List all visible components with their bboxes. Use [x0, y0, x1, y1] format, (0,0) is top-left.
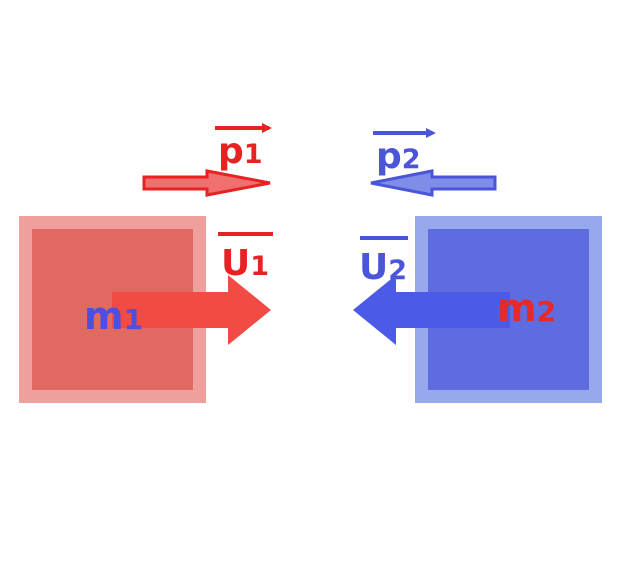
- momentum-2-vector-bar: [373, 128, 436, 138]
- mass-1-label: m1: [84, 294, 143, 338]
- velocity-1-label: U1: [221, 243, 269, 284]
- momentum-2-arrow: [370, 169, 497, 197]
- mass-2-subscript: 2: [537, 295, 556, 328]
- momentum-1-subscript: 1: [244, 139, 263, 170]
- momentum-1-vector-bar: [215, 123, 272, 133]
- mass-2-label: m2: [497, 286, 556, 330]
- momentum-1-label: p1: [218, 131, 263, 172]
- velocity-1-vector-bar: [218, 232, 273, 236]
- velocity-1-subscript: 1: [250, 251, 269, 282]
- momentum-2-label: p2: [376, 136, 421, 177]
- velocity-2-arrow: [353, 275, 510, 345]
- velocity-2-vector-bar: [360, 236, 408, 240]
- momentum-1-arrow: [142, 169, 271, 197]
- velocity-1-arrow: [112, 275, 271, 345]
- mass-1-subscript: 1: [124, 303, 143, 336]
- velocity-2-subscript: 2: [388, 255, 407, 286]
- velocity-2-label: U2: [359, 247, 407, 288]
- momentum-2-subscript: 2: [402, 144, 421, 175]
